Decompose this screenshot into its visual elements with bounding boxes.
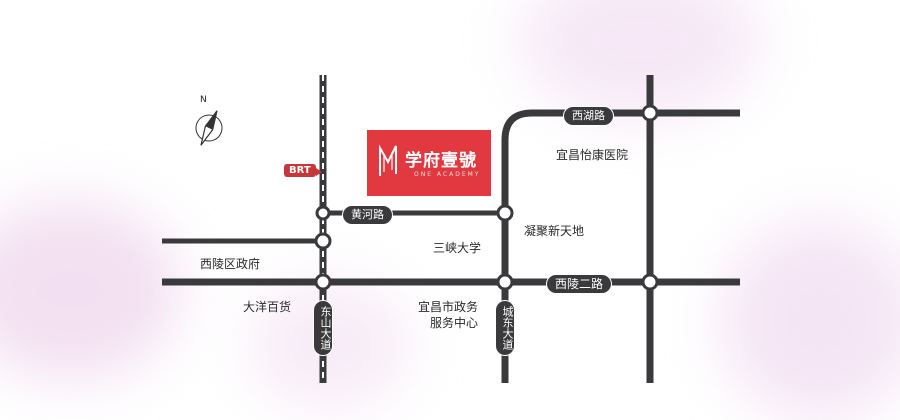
brt-badge: BRT	[284, 164, 322, 177]
road-label-huanghe: 黄河路	[342, 205, 393, 225]
place-zhengwu-line1: 宜昌市政务	[418, 300, 479, 314]
place-yikang-hospital: 宜昌怡康医院	[556, 148, 629, 162]
place-dayang: 大洋百货	[243, 300, 292, 314]
junction-node	[496, 204, 514, 222]
place-zhengwu-line2: 服务中心	[430, 316, 479, 330]
junction-node	[496, 273, 514, 291]
junction-node	[314, 232, 332, 250]
compass-icon	[195, 110, 223, 146]
project-subtitle: ONE ACADEMY	[414, 171, 481, 178]
junction-node	[315, 205, 331, 221]
north-label: N	[200, 95, 207, 105]
project-marker: 学府壹號 ONE ACADEMY	[367, 130, 491, 196]
road-label-xihu: 西湖路	[563, 106, 614, 126]
road-label-chengdong: 城东大道	[495, 300, 515, 356]
junction-node	[641, 273, 659, 291]
place-ningju: 凝聚新天地	[524, 224, 585, 238]
road-chengdong	[501, 109, 740, 383]
road-label-xiling2: 西陵二路	[546, 274, 613, 294]
junction-node	[641, 104, 659, 122]
road-label-dongshan: 东山大道	[313, 300, 333, 356]
junction-node	[314, 273, 332, 291]
place-sanxia-university: 三峡大学	[433, 241, 482, 255]
map-canvas	[162, 75, 740, 383]
logo-mark-icon	[379, 144, 397, 176]
place-xiling-gov: 西陵区政府	[200, 257, 261, 271]
project-name: 学府壹號	[405, 151, 477, 171]
